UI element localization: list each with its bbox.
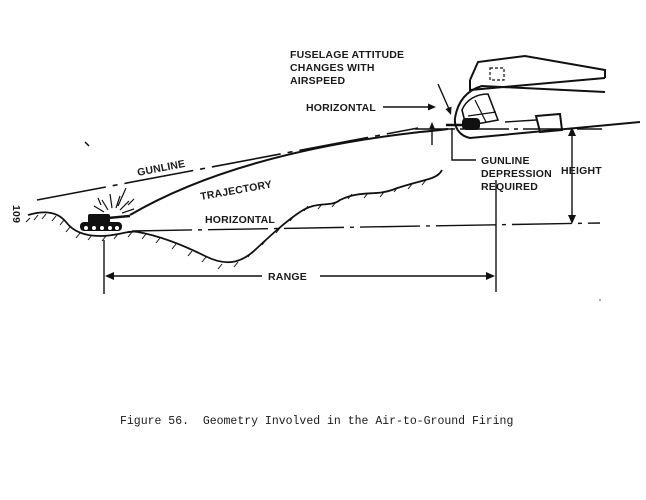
gunline-depression-label-line-3: REQUIRED	[481, 181, 538, 193]
gunline	[36, 127, 419, 201]
range-arrow-left	[105, 272, 114, 280]
fuselage-attitude-label-line-3: AIRSPEED	[290, 75, 345, 87]
terrain-left-hill	[27, 169, 443, 264]
figure-caption: Figure 56. Geometry Involved in the Air-…	[120, 415, 514, 428]
gunline-depression-leader	[451, 128, 476, 161]
horizontal-leader-arrow	[428, 103, 436, 111]
horizontal-aircraft-label: HORIZONTAL	[306, 102, 376, 114]
tank	[80, 214, 131, 231]
terrain-hatching	[25, 179, 427, 270]
horizontal-ground-label: HORIZONTAL	[205, 214, 275, 226]
scan-dot	[599, 299, 601, 301]
height-arrow-bottom	[568, 215, 576, 224]
gunline-depression-label-line-2: DEPRESSION	[481, 168, 552, 180]
range-arrow-right	[486, 272, 495, 280]
fuselage-attitude-label-line-1: FUSELAGE ATTITUDE	[290, 49, 404, 61]
scan-mark	[84, 141, 90, 147]
height-label: HEIGHT	[561, 165, 602, 177]
fuselage-leader	[437, 83, 450, 110]
fuselage-leader-arrow	[445, 106, 452, 115]
fuselage-attitude-label-line-2: CHANGES WITH	[290, 62, 375, 74]
gunline-depression-label-line-1: GUNLINE	[481, 155, 530, 167]
trajectory-label: TRAJECTORY	[199, 179, 273, 203]
horizontal-ground-line	[131, 222, 601, 232]
aircraft	[446, 54, 641, 140]
range-label: RANGE	[268, 271, 307, 283]
page-number: 109	[10, 205, 22, 223]
height-arrow-top	[568, 127, 576, 136]
impact-burst	[93, 187, 135, 214]
trajectory-curve	[129, 128, 449, 216]
depression-arrow-up	[429, 122, 435, 129]
